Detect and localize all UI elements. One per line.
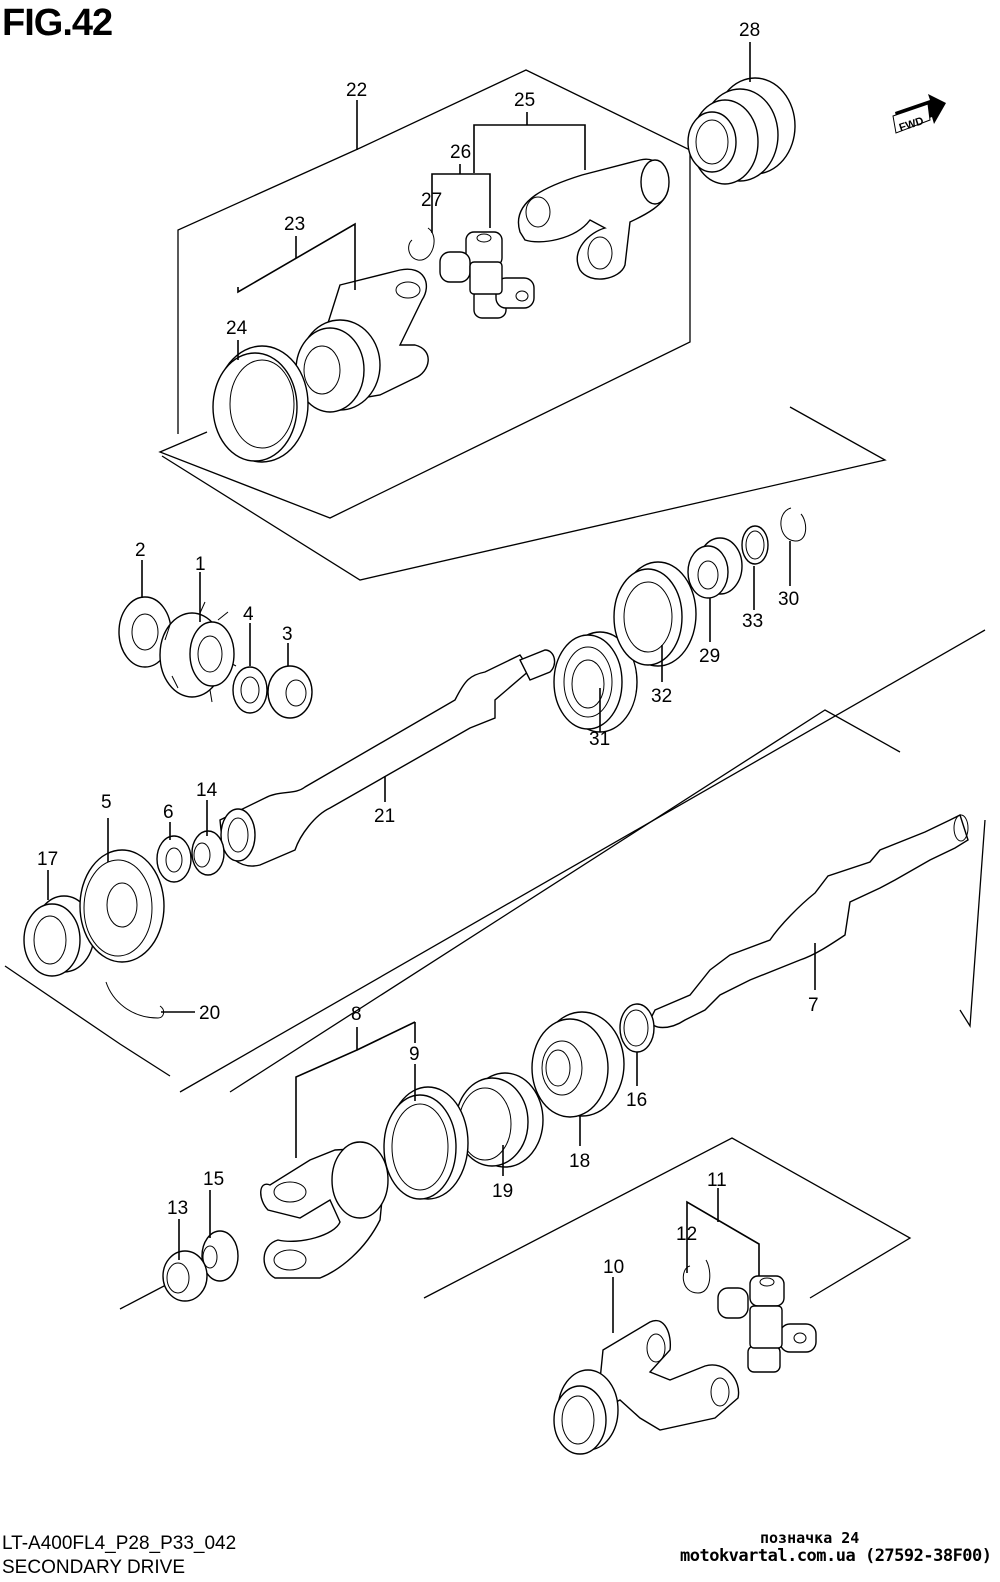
bearing-18 — [531, 1011, 625, 1118]
washer-15 — [201, 1230, 239, 1282]
fwd-arrow-icon: FWD — [892, 94, 946, 134]
drawing-code: LT-A400FL4_P28_P33_042 — [2, 1533, 237, 1554]
oil-seal-9 — [383, 1086, 469, 1200]
oil-seal-19 — [455, 1072, 544, 1168]
callout-14: 14 — [196, 780, 218, 801]
figure-name: SECONDARY DRIVE — [2, 1557, 186, 1578]
bevel-gear-5 — [79, 849, 165, 963]
nut-14 — [191, 830, 225, 876]
bearing-17 — [23, 895, 95, 977]
callout-17: 17 — [37, 849, 58, 870]
callout-4: 4 — [243, 604, 254, 625]
leader-lines — [47, 42, 816, 1333]
shaft-7 — [649, 814, 969, 1029]
shim-16 — [619, 1003, 655, 1053]
callout-7: 7 — [808, 995, 819, 1016]
callout-31: 31 — [589, 729, 610, 750]
circlip-12 — [682, 1259, 711, 1294]
figure-title: FIG.42 — [2, 2, 113, 44]
callout-8: 8 — [351, 1004, 362, 1025]
circlip-27 — [408, 227, 435, 261]
callout-20: 20 — [199, 1003, 220, 1024]
yoke-23 — [295, 268, 429, 413]
yoke-25 — [517, 158, 670, 280]
callout-18: 18 — [569, 1151, 590, 1172]
callout-11: 11 — [707, 1170, 727, 1191]
callout-3: 3 — [282, 624, 293, 645]
callout-2: 2 — [135, 540, 146, 561]
oil-seal-32 — [613, 561, 697, 667]
callout-16: 16 — [626, 1090, 647, 1111]
callout-22: 22 — [346, 80, 367, 101]
boot-28 — [687, 77, 796, 185]
callout-13: 13 — [167, 1198, 188, 1219]
nut-13 — [162, 1250, 208, 1302]
spider-26 — [439, 231, 535, 319]
callout-30: 30 — [778, 589, 799, 610]
shim-33 — [741, 525, 769, 565]
callout-1: 1 — [195, 554, 206, 575]
nut-3 — [267, 665, 313, 719]
spider-11 — [717, 1275, 817, 1373]
callout-23: 23 — [284, 214, 305, 235]
oil-seal-24 — [212, 345, 309, 463]
callout-24: 24 — [226, 318, 248, 339]
callout-12: 12 — [676, 1224, 697, 1245]
callout-21: 21 — [374, 806, 395, 827]
spacer-29 — [687, 537, 743, 599]
bevel-gear-1 — [159, 601, 237, 703]
washer-6 — [156, 835, 192, 883]
yoke-8 — [260, 1141, 389, 1279]
circlip-20 — [105, 981, 165, 1019]
callout-26: 26 — [450, 142, 471, 163]
bearing-31 — [553, 631, 638, 733]
callout-19: 19 — [492, 1181, 513, 1202]
callout-27: 27 — [421, 190, 442, 211]
callout-15: 15 — [203, 1169, 224, 1190]
yoke-10 — [553, 1319, 740, 1455]
callout-6: 6 — [163, 802, 174, 823]
part-callouts: 22 25 26 27 23 24 28 2 1 4 3 30 33 29 32… — [37, 20, 819, 1278]
callout-29: 29 — [699, 646, 720, 667]
propeller-shaft-21 — [219, 649, 556, 867]
callout-9: 9 — [409, 1044, 420, 1065]
callout-10: 10 — [603, 1257, 624, 1278]
frame-shaft-7 — [4, 629, 986, 1093]
callout-32: 32 — [651, 686, 672, 707]
callout-33: 33 — [742, 611, 763, 632]
callout-28: 28 — [739, 20, 760, 41]
watermark-source: motokvartal.com.ua (27592-38F00) — [680, 1546, 992, 1566]
watermark-label: позначка 24 — [760, 1529, 860, 1547]
washer-4 — [232, 666, 268, 714]
circlip-30 — [780, 507, 807, 542]
callout-5: 5 — [101, 792, 112, 813]
callout-25: 25 — [514, 90, 535, 111]
